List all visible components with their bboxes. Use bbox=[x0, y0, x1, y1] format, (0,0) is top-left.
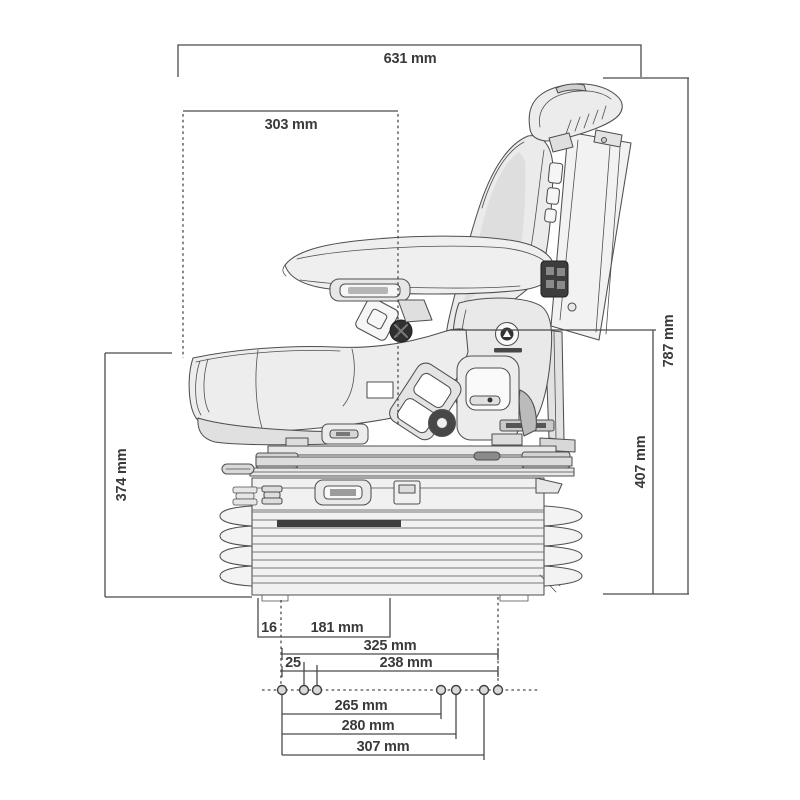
dim-label-overall-height: 787 mm bbox=[661, 315, 677, 368]
mounting-hole bbox=[298, 684, 310, 696]
suspension-roller bbox=[427, 408, 457, 438]
headrest bbox=[528, 83, 623, 153]
dimension-annotations: 631 mm 303 mm 787 mm 407 mm 374 mm 16 18… bbox=[104, 44, 689, 760]
slide-rails bbox=[221, 433, 575, 477]
base-label-strip bbox=[277, 520, 401, 527]
bellows-left bbox=[219, 486, 258, 587]
mounting-hole bbox=[435, 684, 447, 696]
rail-handle bbox=[221, 463, 255, 475]
mounting-hole bbox=[311, 684, 323, 696]
dim-label-hole-span-238: 238 mm bbox=[380, 655, 433, 671]
dim-line-hole-offsets bbox=[281, 662, 499, 695]
dim-line-overall-height bbox=[603, 77, 689, 595]
mounting-hole-row bbox=[262, 684, 540, 696]
armrest bbox=[282, 235, 569, 323]
backrest-controls bbox=[544, 162, 564, 223]
mounting-hole bbox=[450, 684, 462, 696]
dim-label-seat-depth: 303 mm bbox=[265, 117, 318, 133]
mounting-hole bbox=[492, 684, 504, 696]
dim-label-front-height: 374 mm bbox=[114, 449, 130, 502]
dim-line-base-length bbox=[281, 648, 499, 660]
backrest-rear-frame bbox=[550, 129, 632, 341]
dim-line-backrest-height bbox=[450, 329, 656, 594]
pivot-joint bbox=[389, 319, 413, 343]
mounting-hole bbox=[276, 684, 288, 696]
hang-tag bbox=[355, 288, 399, 341]
dim-label-base-length: 325 mm bbox=[364, 638, 417, 654]
dim-label-backrest-height: 407 mm bbox=[633, 436, 649, 489]
seat-illustration bbox=[188, 83, 632, 602]
dim-label-overall-width: 631 mm bbox=[384, 51, 437, 67]
suspension-slide bbox=[389, 362, 462, 441]
dim-label-offset-front: 16 bbox=[261, 620, 277, 636]
suspension-frame bbox=[456, 355, 555, 441]
dim-line-overall-width bbox=[177, 44, 642, 77]
bellows-right bbox=[543, 505, 583, 587]
dim-label-rail-length: 181 mm bbox=[311, 620, 364, 636]
armrest-support bbox=[329, 278, 433, 323]
dim-lines-hole-spans bbox=[281, 695, 485, 760]
brand-logo bbox=[494, 321, 522, 353]
dim-label-hole-span-265: 265 mm bbox=[335, 698, 388, 714]
dim-label-hole-span-307: 307 mm bbox=[357, 739, 410, 755]
suspension-base bbox=[219, 477, 583, 602]
armrest-clamp bbox=[540, 260, 569, 298]
mounting-hole bbox=[478, 684, 490, 696]
dim-label-hole-span-280: 280 mm bbox=[342, 718, 395, 734]
dim-line-rail bbox=[257, 598, 391, 638]
dim-line-front-height bbox=[104, 352, 252, 598]
dim-label-hole-offset: 25 bbox=[285, 655, 301, 671]
